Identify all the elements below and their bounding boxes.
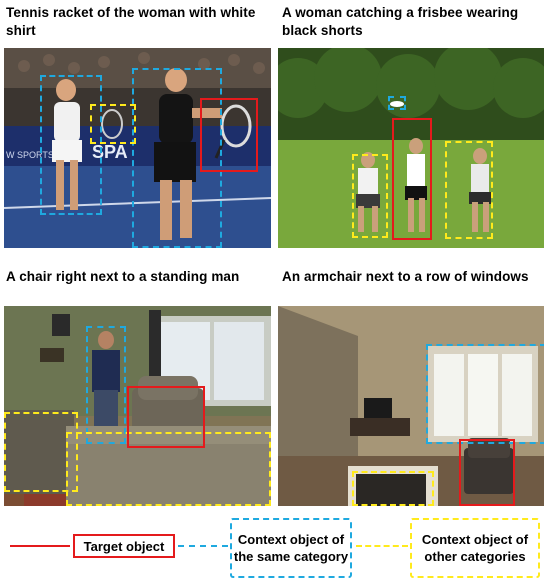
caption-tennis: Tennis racket of the woman with white sh… [6,5,256,38]
photo-tennis: SPA W SPORTS [4,48,271,248]
context-other-couch [352,471,434,506]
context-other-person-right [445,141,493,239]
target-chair [127,386,205,448]
context-same-woman-left [40,75,102,215]
context-same-frisbee [388,96,406,110]
context-other-racket [90,104,136,144]
caption-armchair: An armchair next to a row of windows [282,269,529,284]
caption-frisbee: A woman catching a frisbee wearing black… [282,5,519,38]
legend-same-line [178,545,228,547]
legend-same-label: Context object of the same category [233,532,349,564]
photo-frisbee [278,48,544,248]
target-woman [392,118,432,240]
context-other-sofa-front [66,432,271,506]
target-racket [200,98,258,172]
legend-target-line [10,545,70,547]
caption-chair: A chair right next to a standing man [6,269,240,284]
context-other-person-left [352,154,388,238]
legend-other-line [356,545,408,547]
legend-same: Context object of the same category [230,518,352,578]
photo-armchair [278,306,544,506]
legend-target: Target object [73,534,175,558]
context-other-sofa-left [4,412,78,492]
frisbee-scene [278,48,544,248]
context-same-man [86,326,126,444]
legend-other: Context object of other categories [410,518,540,578]
target-armchair [459,439,515,506]
legend-target-label: Target object [83,538,165,554]
armchair-scene [278,306,544,506]
legend-other-label: Context object of other categories [421,532,529,564]
banner-text-small: W SPORTS [6,150,54,160]
photo-chair [4,306,271,506]
legend: Target object Context object of the same… [0,512,548,580]
context-same-windows [426,344,544,444]
context-same-woman-right [132,68,222,248]
